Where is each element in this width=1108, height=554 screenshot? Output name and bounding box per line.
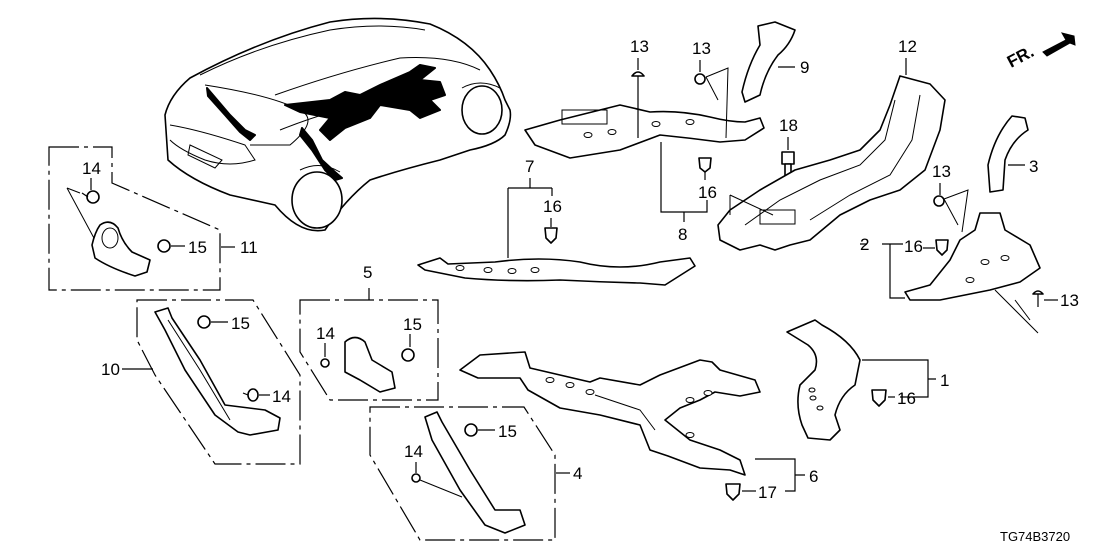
- part-group-4[interactable]: 4 15 14: [369, 406, 582, 541]
- callout-18: 18: [779, 116, 798, 135]
- callout-16: 16: [698, 183, 717, 202]
- nut-15[interactable]: [157, 239, 171, 253]
- clip-17[interactable]: [725, 483, 741, 501]
- callout-10: 10: [101, 360, 120, 379]
- part-group-6[interactable]: 6 17: [459, 351, 818, 502]
- nut-15[interactable]: [401, 348, 415, 362]
- callout-6: 6: [809, 467, 818, 486]
- duct-part-5[interactable]: [344, 336, 396, 393]
- duct-part-8[interactable]: [524, 104, 765, 159]
- part-group-7[interactable]: 7 16: [417, 157, 696, 286]
- callout-7: 7: [525, 157, 534, 176]
- clip-16[interactable]: [544, 227, 558, 244]
- part-group-2[interactable]: 13 2 16 13: [860, 162, 1079, 334]
- nut-15[interactable]: [197, 315, 211, 329]
- callout-13: 13: [932, 162, 951, 181]
- callout-16: 16: [543, 197, 562, 216]
- callout-16: 16: [904, 237, 923, 256]
- callout-8: 8: [678, 225, 687, 244]
- callout-13: 13: [630, 37, 649, 56]
- clip-16[interactable]: [871, 389, 887, 407]
- callout-15: 15: [498, 422, 517, 441]
- callout-1: 1: [940, 371, 949, 390]
- callout-11: 11: [240, 238, 258, 257]
- duct-part-10[interactable]: [154, 307, 281, 436]
- clip-14[interactable]: [86, 190, 100, 204]
- callout-4: 4: [573, 464, 582, 483]
- duct-part-1[interactable]: [786, 319, 861, 441]
- callout-14: 14: [404, 442, 423, 461]
- duct-part-3[interactable]: [987, 115, 1029, 193]
- part-group-5[interactable]: 5 14 15: [299, 263, 439, 401]
- part-group-3[interactable]: 3: [987, 115, 1038, 193]
- duct-part-9[interactable]: [741, 21, 796, 103]
- duct-part-6[interactable]: [459, 351, 761, 476]
- callout-13: 13: [692, 39, 711, 58]
- clip-16[interactable]: [698, 157, 712, 173]
- callout-14: 14: [82, 159, 101, 178]
- bolt-18[interactable]: [781, 151, 795, 165]
- clip-14[interactable]: [247, 388, 259, 402]
- callout-14: 14: [272, 387, 291, 406]
- clip-13[interactable]: [933, 195, 945, 207]
- clip-14[interactable]: [320, 358, 330, 368]
- nut-15[interactable]: [464, 423, 478, 437]
- callout-2: 2: [860, 235, 869, 254]
- part-group-1[interactable]: 1 16: [786, 319, 949, 441]
- direction-label: FR.: [1004, 42, 1037, 72]
- callout-3: 3: [1029, 157, 1038, 176]
- callout-15: 15: [403, 315, 422, 334]
- duct-part-4[interactable]: [424, 411, 526, 534]
- callout-17: 17: [758, 483, 777, 502]
- callout-15: 15: [188, 238, 207, 257]
- callout-9: 9: [800, 58, 809, 77]
- clip-13[interactable]: [631, 71, 645, 77]
- callout-12: 12: [898, 37, 917, 56]
- duct-part-12[interactable]: [717, 75, 946, 251]
- clip-13[interactable]: [694, 73, 706, 85]
- clip-13[interactable]: [1032, 290, 1044, 295]
- part-group-12[interactable]: 12: [717, 37, 946, 251]
- duct-part-7[interactable]: [417, 257, 696, 286]
- callout-16: 16: [897, 389, 916, 408]
- vehicle-overview: [164, 17, 512, 232]
- callout-13: 13: [1060, 291, 1079, 310]
- clip-14[interactable]: [411, 473, 421, 483]
- duct-part-11[interactable]: [91, 221, 151, 277]
- diagram-code: TG74B3720: [1000, 529, 1070, 544]
- callout-14: 14: [316, 324, 335, 343]
- callout-5: 5: [363, 263, 372, 282]
- front-direction-indicator: FR.: [1004, 32, 1076, 72]
- clip-16[interactable]: [935, 239, 949, 256]
- front-arrow-icon: [1042, 32, 1076, 57]
- duct-part-2[interactable]: [904, 212, 1041, 301]
- callout-15: 15: [231, 314, 250, 333]
- part-group-10[interactable]: 10 15 14: [101, 299, 301, 465]
- part-group-8[interactable]: 13 13 8 16: [524, 37, 765, 244]
- part-group-9[interactable]: 9: [741, 21, 809, 103]
- part-group-11[interactable]: 11 14 15: [48, 146, 258, 291]
